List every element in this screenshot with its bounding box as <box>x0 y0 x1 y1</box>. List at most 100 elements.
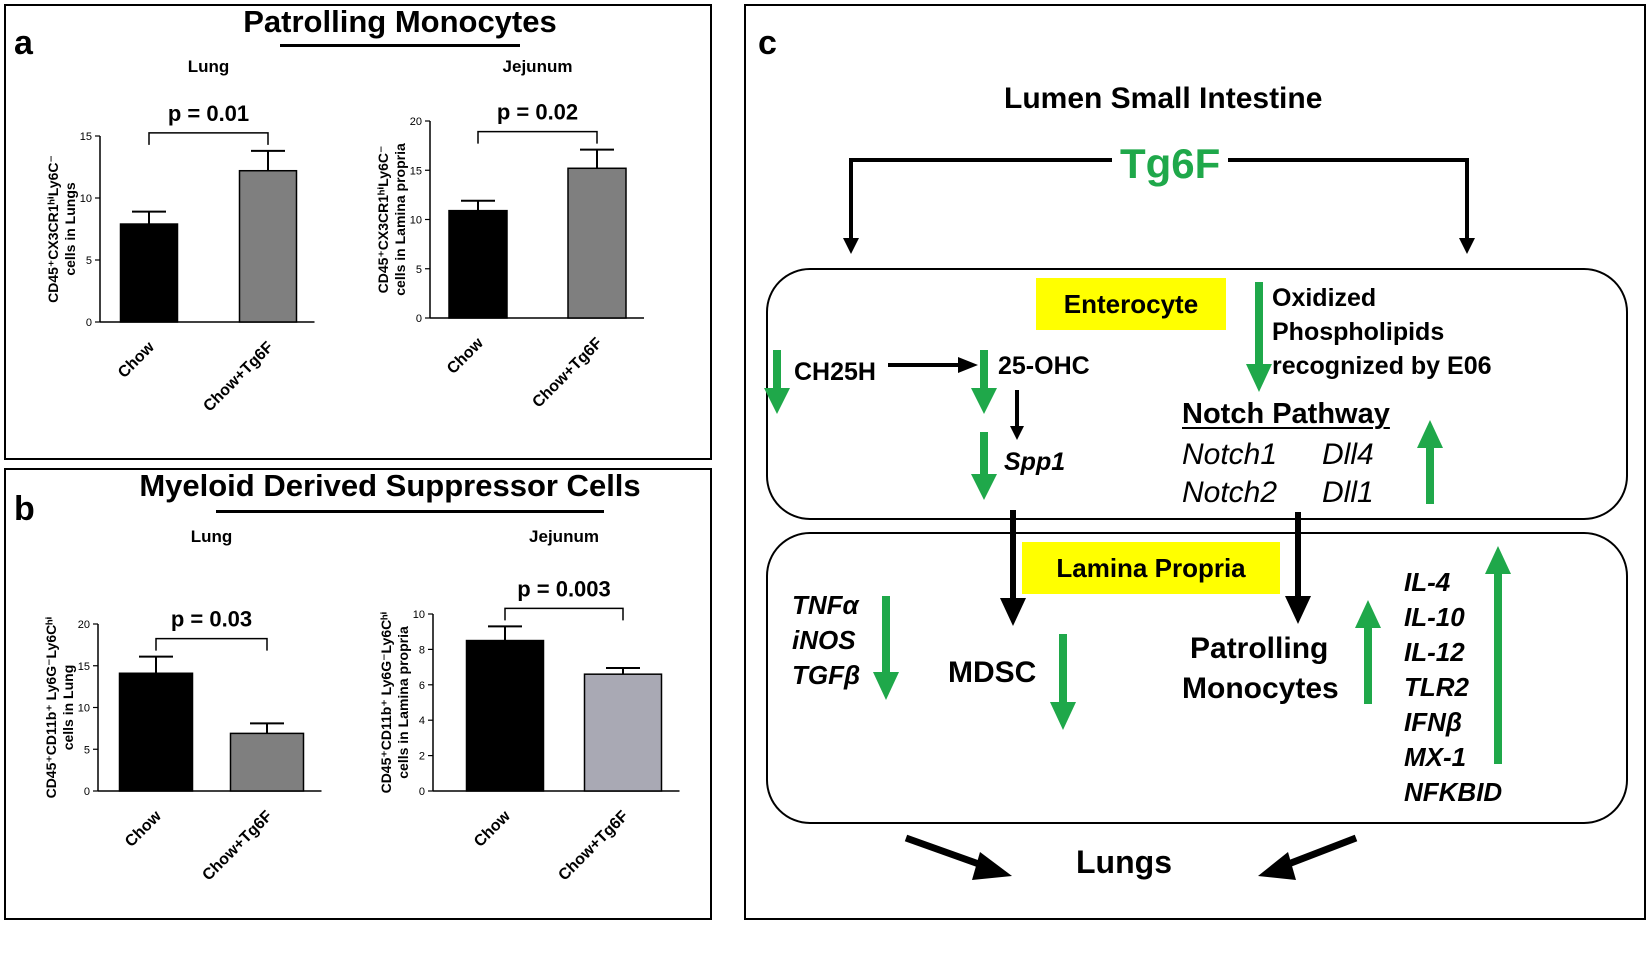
y-tick-label: 2 <box>419 751 425 763</box>
notch-pathway-title: Notch Pathway <box>1182 398 1390 430</box>
lungs-arrow-left <box>904 834 992 872</box>
y-tick-label: 20 <box>410 116 422 128</box>
panel-c <box>744 4 1646 920</box>
ohc-to-spp1-head <box>1010 426 1024 440</box>
y-tick-label: 15 <box>78 661 90 673</box>
tg6f-bracket-left-head <box>843 238 859 254</box>
y-tick-label: 6 <box>419 680 425 692</box>
enterocyte-to-patrolling-head <box>1285 596 1311 624</box>
panel-a-label: a <box>14 24 33 62</box>
enterocyte-to-mdsc-head <box>1000 598 1026 626</box>
y-tick-label: 0 <box>416 313 422 325</box>
bar-chow-tg6f <box>229 732 305 792</box>
lungs-arrow-left-head <box>972 852 1012 880</box>
mdsc-label: MDSC <box>948 656 1037 689</box>
green-up-arrow-genes <box>1485 546 1511 764</box>
chart-title: Jejunum <box>529 527 599 546</box>
lungs-label: Lungs <box>1076 844 1172 880</box>
significance-bracket <box>504 607 624 621</box>
enterocyte-label: Enterocyte <box>1036 278 1226 330</box>
y-tick-label: 10 <box>410 215 422 227</box>
panel-a-title: Patrolling Monocytes <box>243 4 557 39</box>
cytokine-inos: iNOS <box>792 625 856 655</box>
p-value-label: p = 0.02 <box>497 100 578 125</box>
y-tick-label: 10 <box>78 703 90 715</box>
y-axis-label-main: CD45⁺CD11b⁺ Ly6G⁻Ly6Cʰⁱ <box>378 612 394 794</box>
lumen-title: Lumen Small Intestine <box>1004 82 1323 115</box>
gene-il4: IL-4 <box>1404 567 1451 597</box>
tg6f-label: Tg6F <box>1120 140 1221 187</box>
dll4-gene: Dll4 <box>1322 438 1374 471</box>
significance-bracket <box>155 637 268 651</box>
y-tick-label: 20 <box>78 619 90 631</box>
y-axis-label-sub: cells in Lungs <box>62 182 78 276</box>
green-down-arrow-oxidized <box>1246 282 1272 392</box>
y-tick-label: 10 <box>413 609 425 621</box>
p-value-label: p = 0.03 <box>171 607 252 632</box>
green-down-arrow-cytokines <box>873 596 899 700</box>
green-down-arrow-spp1 <box>971 432 997 500</box>
panel-c-label: c <box>758 24 777 62</box>
bar-chow <box>465 639 545 792</box>
tg6f-bracket-right-head <box>1459 238 1475 254</box>
green-down-arrow-mdsc <box>1050 634 1076 730</box>
significance-bracket <box>477 130 598 144</box>
gene-il10: IL-10 <box>1404 602 1465 632</box>
significance-bracket <box>148 132 269 145</box>
notch1-gene: Notch1 <box>1182 438 1278 471</box>
y-tick-label: 4 <box>419 715 425 727</box>
green-down-arrow-ohc <box>971 350 997 414</box>
panel-b-title: Myeloid Derived Suppressor Cells <box>139 468 641 503</box>
ohc-label: 25-OHC <box>998 352 1090 380</box>
cytokine-tgfb: TGFβ <box>792 660 861 690</box>
oxidized-line-3: recognized by E06 <box>1272 352 1492 380</box>
gene-mx1: MX-1 <box>1404 742 1467 772</box>
y-tick-label: 0 <box>86 317 92 329</box>
lamina-propria-box <box>766 532 1628 824</box>
green-up-arrow-patrolling <box>1355 600 1381 704</box>
bar-chow-tg6f <box>238 169 298 323</box>
y-axis-label-main: CD45⁺CX3CR1ʰⁱLy6C⁻ <box>45 155 61 303</box>
green-down-arrow-ch25h <box>764 350 790 414</box>
y-tick-label: 0 <box>84 786 90 798</box>
y-tick-label: 5 <box>416 264 422 276</box>
y-axis-label-sub: cells in Lamina propria <box>395 626 411 779</box>
cytokine-tnfa: TNFα <box>792 590 859 620</box>
chart-title: Lung <box>188 57 230 76</box>
y-tick-label: 10 <box>80 193 92 205</box>
dll1-gene: Dll1 <box>1322 476 1374 509</box>
y-tick-label: 8 <box>419 644 425 656</box>
patrolling-line-2: Monocytes <box>1182 672 1339 705</box>
ch25h-label: CH25H <box>794 358 876 386</box>
y-tick-label: 0 <box>419 786 425 798</box>
bar-chow <box>448 209 508 319</box>
y-tick-label: 15 <box>80 131 92 143</box>
y-tick-label: 5 <box>84 744 90 756</box>
panel-b-title-underline <box>216 510 604 513</box>
green-up-arrow-notch <box>1417 420 1443 504</box>
patrolling-line-1: Patrolling <box>1190 632 1329 665</box>
tg6f-bracket-left <box>849 158 1112 240</box>
y-axis-label-sub: cells in Lamina propria <box>392 143 408 296</box>
gene-tlr2: TLR2 <box>1404 672 1469 702</box>
y-axis-label-sub: cells in Lung <box>60 665 76 751</box>
oxidized-line-1: Oxidized <box>1272 284 1377 312</box>
y-tick-label: 5 <box>86 255 92 267</box>
tg6f-bracket-right <box>1228 158 1469 240</box>
chart-title: Lung <box>191 527 233 546</box>
p-value-label: p = 0.003 <box>517 576 611 601</box>
y-tick-label: 15 <box>410 165 422 177</box>
bar-chow <box>118 672 194 792</box>
gene-il12: IL-12 <box>1404 637 1465 667</box>
ch25h-to-ohc-head <box>958 357 978 373</box>
panel-b-label: b <box>14 490 35 528</box>
lungs-arrow-right-head <box>1258 852 1296 880</box>
gene-ifnb: IFNβ <box>1404 707 1463 737</box>
lamina-propria-label: Lamina Propria <box>1022 542 1280 594</box>
chart-title: Jejunum <box>503 57 573 76</box>
